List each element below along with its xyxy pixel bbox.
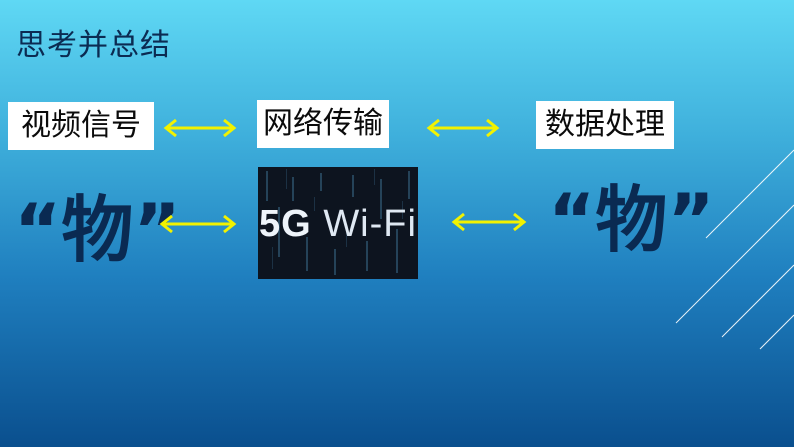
object-right-text: “物” <box>548 178 715 262</box>
5g-text: 5G <box>259 203 312 245</box>
double-arrow-icon <box>426 118 500 138</box>
double-arrow-icon <box>451 212 527 232</box>
wifi-text: Wi-Fi <box>323 203 417 245</box>
5g-wifi-image: 5G Wi-Fi <box>258 167 418 279</box>
video-signal-box: 视频信号 <box>8 102 154 150</box>
data-processing-box: 数据处理 <box>536 101 674 149</box>
5g-wifi-label: 5G Wi-Fi <box>258 203 418 246</box>
network-transmission-box: 网络传输 <box>257 100 389 148</box>
digital-rain-background <box>266 169 410 275</box>
slide-title: 思考并总结 <box>16 28 171 63</box>
object-left-text: “物” <box>14 188 181 272</box>
double-arrow-icon <box>159 214 237 234</box>
double-arrow-icon <box>163 118 237 138</box>
